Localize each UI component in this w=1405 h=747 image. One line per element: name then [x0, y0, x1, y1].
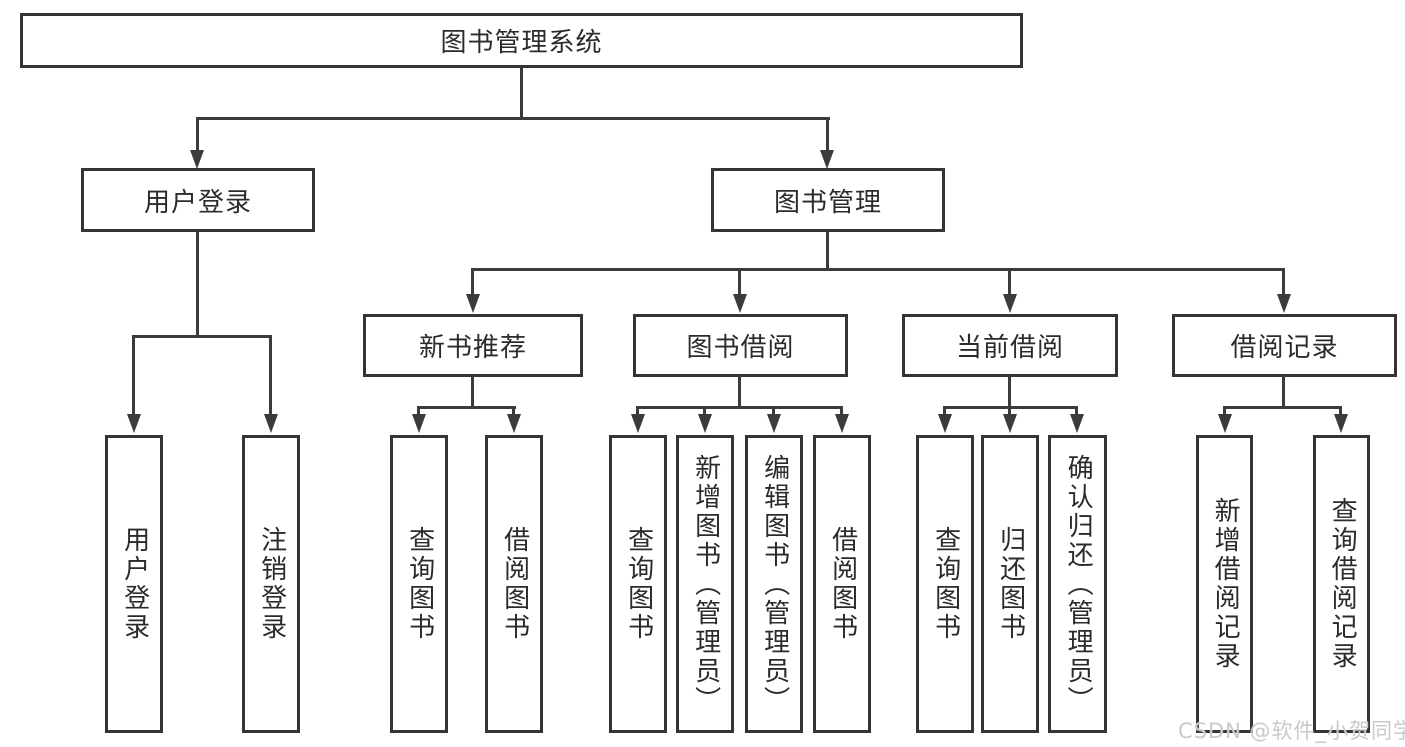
connector-new-book-bar — [417, 406, 516, 409]
connector-drop-new-book — [471, 268, 474, 296]
connector-drop-query-book-3 — [943, 406, 946, 416]
leaf-edit-book-admin: 编辑图书（管理员） — [745, 435, 803, 733]
node-book-borrow: 图书借阅 — [633, 314, 848, 377]
leaf-confirm-return-admin: 确认归还（管理员） — [1048, 435, 1107, 733]
arrow-down-edit-book-admin — [767, 414, 781, 433]
leaf-query-book-2: 查询图书 — [609, 435, 667, 733]
connector-drop-current-borrow — [1008, 268, 1011, 296]
leaf-add-book-admin-label: 新增图书（管理员） — [690, 453, 721, 715]
connector-book-management-stem — [826, 232, 829, 270]
connector-drop-book-borrow — [738, 268, 741, 296]
leaf-confirm-return-admin-label: 确认归还（管理员） — [1063, 453, 1094, 715]
leaf-user-login: 用户登录 — [105, 435, 163, 733]
connector-drop-borrow-book-1 — [512, 406, 515, 416]
connector-new-book-stem — [471, 375, 474, 409]
connector-root-bar — [196, 117, 830, 120]
connector-book-borrow-stem — [738, 375, 741, 409]
connector-drop-user-login — [196, 117, 199, 151]
connector-drop-query-book-2 — [636, 406, 639, 416]
node-current-borrow: 当前借阅 — [902, 314, 1118, 377]
connector-borrow-record-stem — [1282, 375, 1285, 409]
connector-drop-return-book — [1008, 406, 1011, 416]
leaf-borrow-book-1-label: 借阅图书 — [499, 526, 530, 642]
node-book-borrow-label: 图书借阅 — [686, 333, 795, 363]
arrow-down-return-book — [1003, 414, 1017, 433]
connector-root-stem — [520, 68, 523, 118]
arrow-down-confirm-return — [1070, 414, 1084, 433]
connector-book-borrow-bar — [636, 406, 843, 409]
connector-drop-confirm-return — [1075, 406, 1078, 416]
arrow-down-user-login — [190, 150, 204, 169]
connector-borrow-record-bar — [1223, 406, 1342, 409]
leaf-logout-label: 注销登录 — [256, 526, 287, 642]
connector-drop-add-book-admin — [703, 406, 706, 416]
leaf-add-borrow-record-label: 新增借阅记录 — [1210, 497, 1241, 671]
node-root-label: 图书管理系统 — [440, 28, 603, 58]
node-new-book-recommend: 新书推荐 — [363, 314, 583, 377]
arrow-down-book-management — [820, 150, 834, 169]
node-user-login-label: 用户登录 — [143, 187, 252, 218]
arrow-down-leaf-logout — [264, 414, 278, 433]
leaf-query-borrow-record: 查询借阅记录 — [1313, 435, 1370, 733]
connector-current-borrow-stem — [1008, 375, 1011, 409]
connector-book-management-bar — [471, 268, 1285, 271]
connector-drop-leaf-logout — [269, 335, 272, 415]
connector-drop-book-management — [826, 117, 829, 151]
arrow-down-query-book-3 — [938, 414, 952, 433]
node-root: 图书管理系统 — [20, 13, 1023, 68]
node-borrow-record: 借阅记录 — [1172, 314, 1397, 377]
leaf-user-login-label: 用户登录 — [119, 526, 150, 642]
leaf-add-book-admin: 新增图书（管理员） — [676, 435, 734, 733]
connector-drop-query-borrow-record — [1339, 406, 1342, 416]
leaf-query-book-3-label: 查询图书 — [930, 526, 961, 642]
leaf-return-book-label: 归还图书 — [995, 526, 1026, 642]
leaf-query-book-3: 查询图书 — [916, 435, 974, 733]
leaf-edit-book-admin-label: 编辑图书（管理员） — [759, 453, 790, 715]
leaf-query-book-2-label: 查询图书 — [623, 526, 654, 642]
arrow-down-new-book — [466, 294, 480, 313]
node-book-management: 图书管理 — [711, 168, 945, 232]
node-borrow-record-label: 借阅记录 — [1230, 333, 1339, 363]
leaf-logout: 注销登录 — [242, 435, 300, 733]
arrow-down-query-borrow-record — [1334, 414, 1348, 433]
leaf-add-borrow-record: 新增借阅记录 — [1196, 435, 1253, 733]
leaf-query-borrow-record-label: 查询借阅记录 — [1327, 497, 1358, 671]
arrow-down-query-book-1 — [412, 414, 426, 433]
leaf-query-book-1: 查询图书 — [390, 435, 448, 733]
arrow-down-leaf-user-login — [127, 414, 141, 433]
connector-user-login-bar — [132, 335, 272, 338]
arrow-down-borrow-record — [1277, 294, 1291, 313]
connector-drop-borrow-record — [1282, 268, 1285, 296]
arrow-down-borrow-book-1 — [507, 414, 521, 433]
arrow-down-query-book-2 — [631, 414, 645, 433]
connector-drop-edit-book-admin — [772, 406, 775, 416]
arrow-down-add-book-admin — [698, 414, 712, 433]
connector-drop-borrow-book-2 — [840, 406, 843, 416]
connector-drop-leaf-user-login — [132, 335, 135, 415]
leaf-query-book-1-label: 查询图书 — [404, 526, 435, 642]
node-user-login: 用户登录 — [81, 168, 315, 232]
leaf-borrow-book-2: 借阅图书 — [813, 435, 871, 733]
arrow-down-borrow-book-2 — [835, 414, 849, 433]
arrow-down-add-borrow-record — [1218, 414, 1232, 433]
connector-user-login-stem — [196, 232, 199, 338]
node-new-book-recommend-label: 新书推荐 — [418, 333, 527, 363]
arrow-down-book-borrow — [733, 294, 747, 313]
node-current-borrow-label: 当前借阅 — [955, 333, 1064, 363]
watermark: CSDN @软件_小贺同学 — [1178, 719, 1405, 743]
leaf-borrow-book-2-label: 借阅图书 — [827, 526, 858, 642]
connector-drop-query-book-1 — [417, 406, 420, 416]
leaf-borrow-book-1: 借阅图书 — [485, 435, 543, 733]
arrow-down-current-borrow — [1003, 294, 1017, 313]
node-book-management-label: 图书管理 — [773, 187, 882, 218]
connector-drop-add-borrow-record — [1223, 406, 1226, 416]
leaf-return-book: 归还图书 — [981, 435, 1039, 733]
